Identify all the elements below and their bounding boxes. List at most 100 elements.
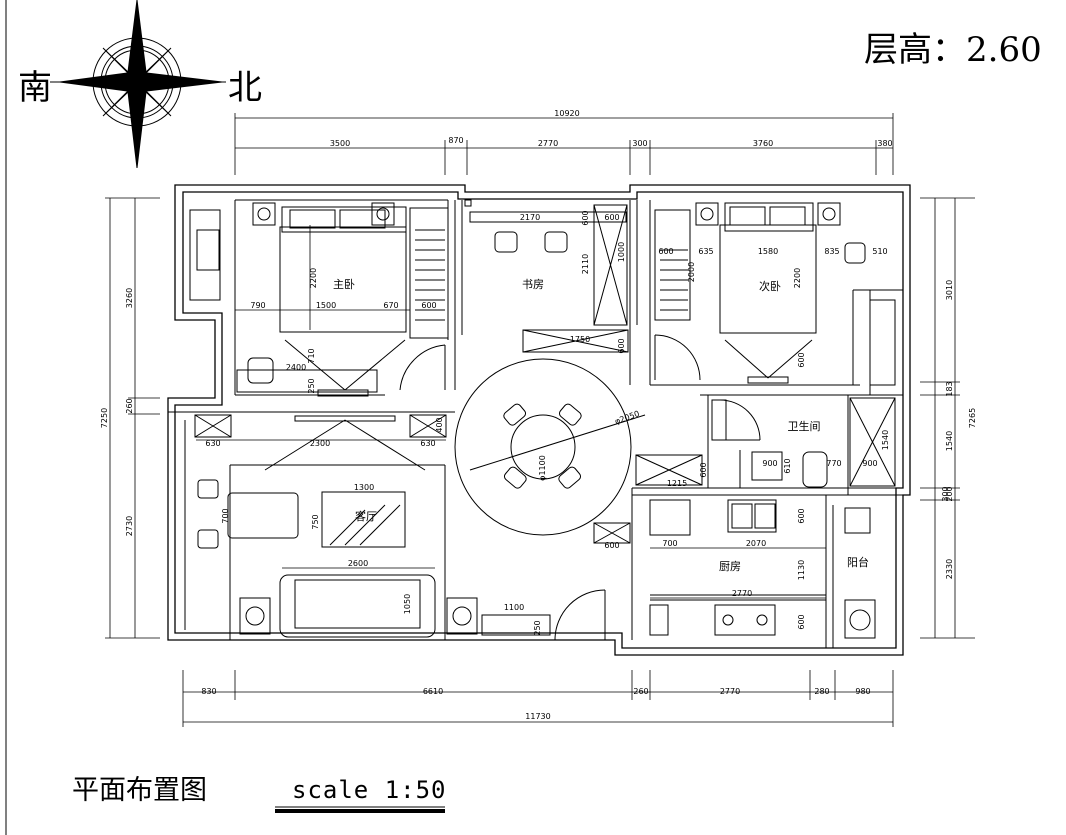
dim-top-total: 10920: [554, 109, 579, 118]
dim-int-29: 700: [221, 508, 230, 523]
dim-int-5: 2170: [520, 213, 540, 222]
dim-int-32: 1100: [504, 603, 524, 612]
dim-right-0: 3010: [945, 280, 954, 300]
dim-left-2: 2730: [125, 516, 134, 536]
floor-height-label: 层高：2.60: [864, 30, 1042, 70]
dim-int-1: 790: [250, 301, 265, 310]
dim-int-46: 2770: [732, 589, 752, 598]
dim-bottom-0: 830: [201, 687, 216, 696]
dim-int-7: 600: [604, 213, 619, 222]
dim-int-9: 1000: [617, 242, 626, 262]
dim-left-1: 260: [125, 398, 134, 413]
exterior-walls: [167, 184, 911, 656]
dim-int-14: 1580: [758, 247, 778, 256]
dim-int-20: 2400: [286, 363, 306, 372]
dim-int-45: 1130: [797, 560, 806, 580]
room-label-study: 书房: [522, 278, 544, 291]
dim-int-21: 710: [307, 348, 316, 363]
dim-int-41: 900: [862, 459, 877, 468]
dim-top-4: 3760: [753, 139, 773, 148]
room-label-balcony: 阳台: [847, 555, 869, 569]
dim-bottom-3: 2770: [720, 687, 740, 696]
second-bedroom-furniture: [654, 202, 896, 386]
dim-bottom-5: 980: [855, 687, 870, 696]
dim-int-16: 510: [872, 247, 887, 256]
dim-int-50: 300: [941, 486, 950, 501]
dim-bottom-total: 11730: [525, 712, 550, 721]
dim-int-34: φ2050: [614, 409, 641, 426]
dim-int-18: 2200: [793, 268, 802, 288]
dim-right-4: 2330: [945, 559, 954, 579]
dim-int-36: 600: [699, 462, 708, 477]
dimension-lines: [105, 113, 975, 727]
dim-bottom-2: 260: [633, 687, 648, 696]
dim-right-total: 7265: [968, 408, 977, 428]
dim-right-1: 183: [945, 381, 954, 396]
kitchen-fixtures: [649, 499, 777, 636]
balcony-fixtures: [844, 507, 876, 639]
bathroom-fixtures: [711, 397, 896, 488]
dim-int-28: 750: [311, 514, 320, 529]
dim-bottom-1: 6610: [423, 687, 443, 696]
dim-int-30: 2600: [348, 559, 368, 568]
study-furniture: [464, 199, 629, 353]
compass-rose-icon: [50, 0, 226, 169]
dim-int-39: 610: [783, 458, 792, 473]
dim-int-49: 600: [604, 541, 619, 550]
room-label-kitchen: 厨房: [719, 560, 741, 573]
dim-int-0: 2200: [309, 268, 318, 288]
dim-int-38: 900: [762, 459, 777, 468]
dim-int-24: 630: [205, 439, 220, 448]
dim-top-3: 300: [632, 139, 647, 148]
doors: [399, 334, 761, 641]
room-label-master-bedroom: 主卧: [333, 278, 355, 291]
dim-int-48: 600: [797, 614, 806, 629]
room-labels: 主卧 书房 次卧 卫生间 客厅 厨房 阳台: [333, 278, 869, 573]
dim-int-42: 1540: [881, 430, 890, 450]
dim-left-total: 7250: [100, 408, 109, 428]
dim-int-6: 600: [581, 210, 590, 225]
dimension-labels: 10920 3500 870 2770 300 3760 380 11730 8…: [100, 109, 977, 721]
room-label-bathroom: 卫生间: [788, 419, 821, 433]
dim-int-8: 2110: [581, 254, 590, 274]
living-room-furniture: [184, 414, 551, 638]
dim-int-37: 1215: [667, 479, 687, 488]
dim-int-3: 670: [383, 301, 398, 310]
dim-bottom-4: 280: [814, 687, 829, 696]
dim-int-4: 600: [421, 301, 436, 310]
dim-int-35: φ1100: [538, 455, 547, 481]
dim-int-19: 600: [797, 352, 806, 367]
dim-int-43: 700: [662, 539, 677, 548]
master-bedroom-furniture: [189, 202, 449, 397]
dim-int-15: 835: [824, 247, 839, 256]
dim-right-2: 1540: [945, 431, 954, 451]
plan-title: 平面布置图: [72, 775, 207, 806]
dim-int-22: 250: [307, 378, 316, 393]
dim-int-23: 400: [435, 417, 444, 432]
dim-int-12: 600: [658, 247, 673, 256]
dim-int-44: 2070: [746, 539, 766, 548]
room-label-second-bedroom: 次卧: [759, 279, 781, 293]
room-label-living-room: 客厅: [355, 509, 377, 523]
dim-int-33: 250: [533, 620, 542, 635]
dim-left-0: 3260: [125, 288, 134, 308]
dim-int-10: 1750: [570, 335, 590, 344]
dim-top-5: 380: [877, 139, 892, 148]
dining-area: [454, 358, 703, 544]
dim-top-0: 3500: [330, 139, 350, 148]
dim-int-26: 630: [420, 439, 435, 448]
dim-int-25: 2300: [310, 439, 330, 448]
dim-int-17: 2000: [687, 262, 696, 282]
dim-int-31: 1050: [403, 594, 412, 614]
dim-right-3: 200: [945, 486, 954, 501]
dim-top-2: 2770: [538, 139, 558, 148]
dim-int-11: 600: [617, 338, 626, 353]
scale-label: scale 1:50: [292, 776, 447, 804]
dim-int-13: 635: [698, 247, 713, 256]
compass-north-label: 北: [228, 68, 262, 108]
dim-int-40: 770: [826, 459, 841, 468]
dim-top-1: 870: [448, 136, 463, 145]
dim-int-2: 1500: [316, 301, 336, 310]
dim-int-47: 600: [797, 508, 806, 523]
